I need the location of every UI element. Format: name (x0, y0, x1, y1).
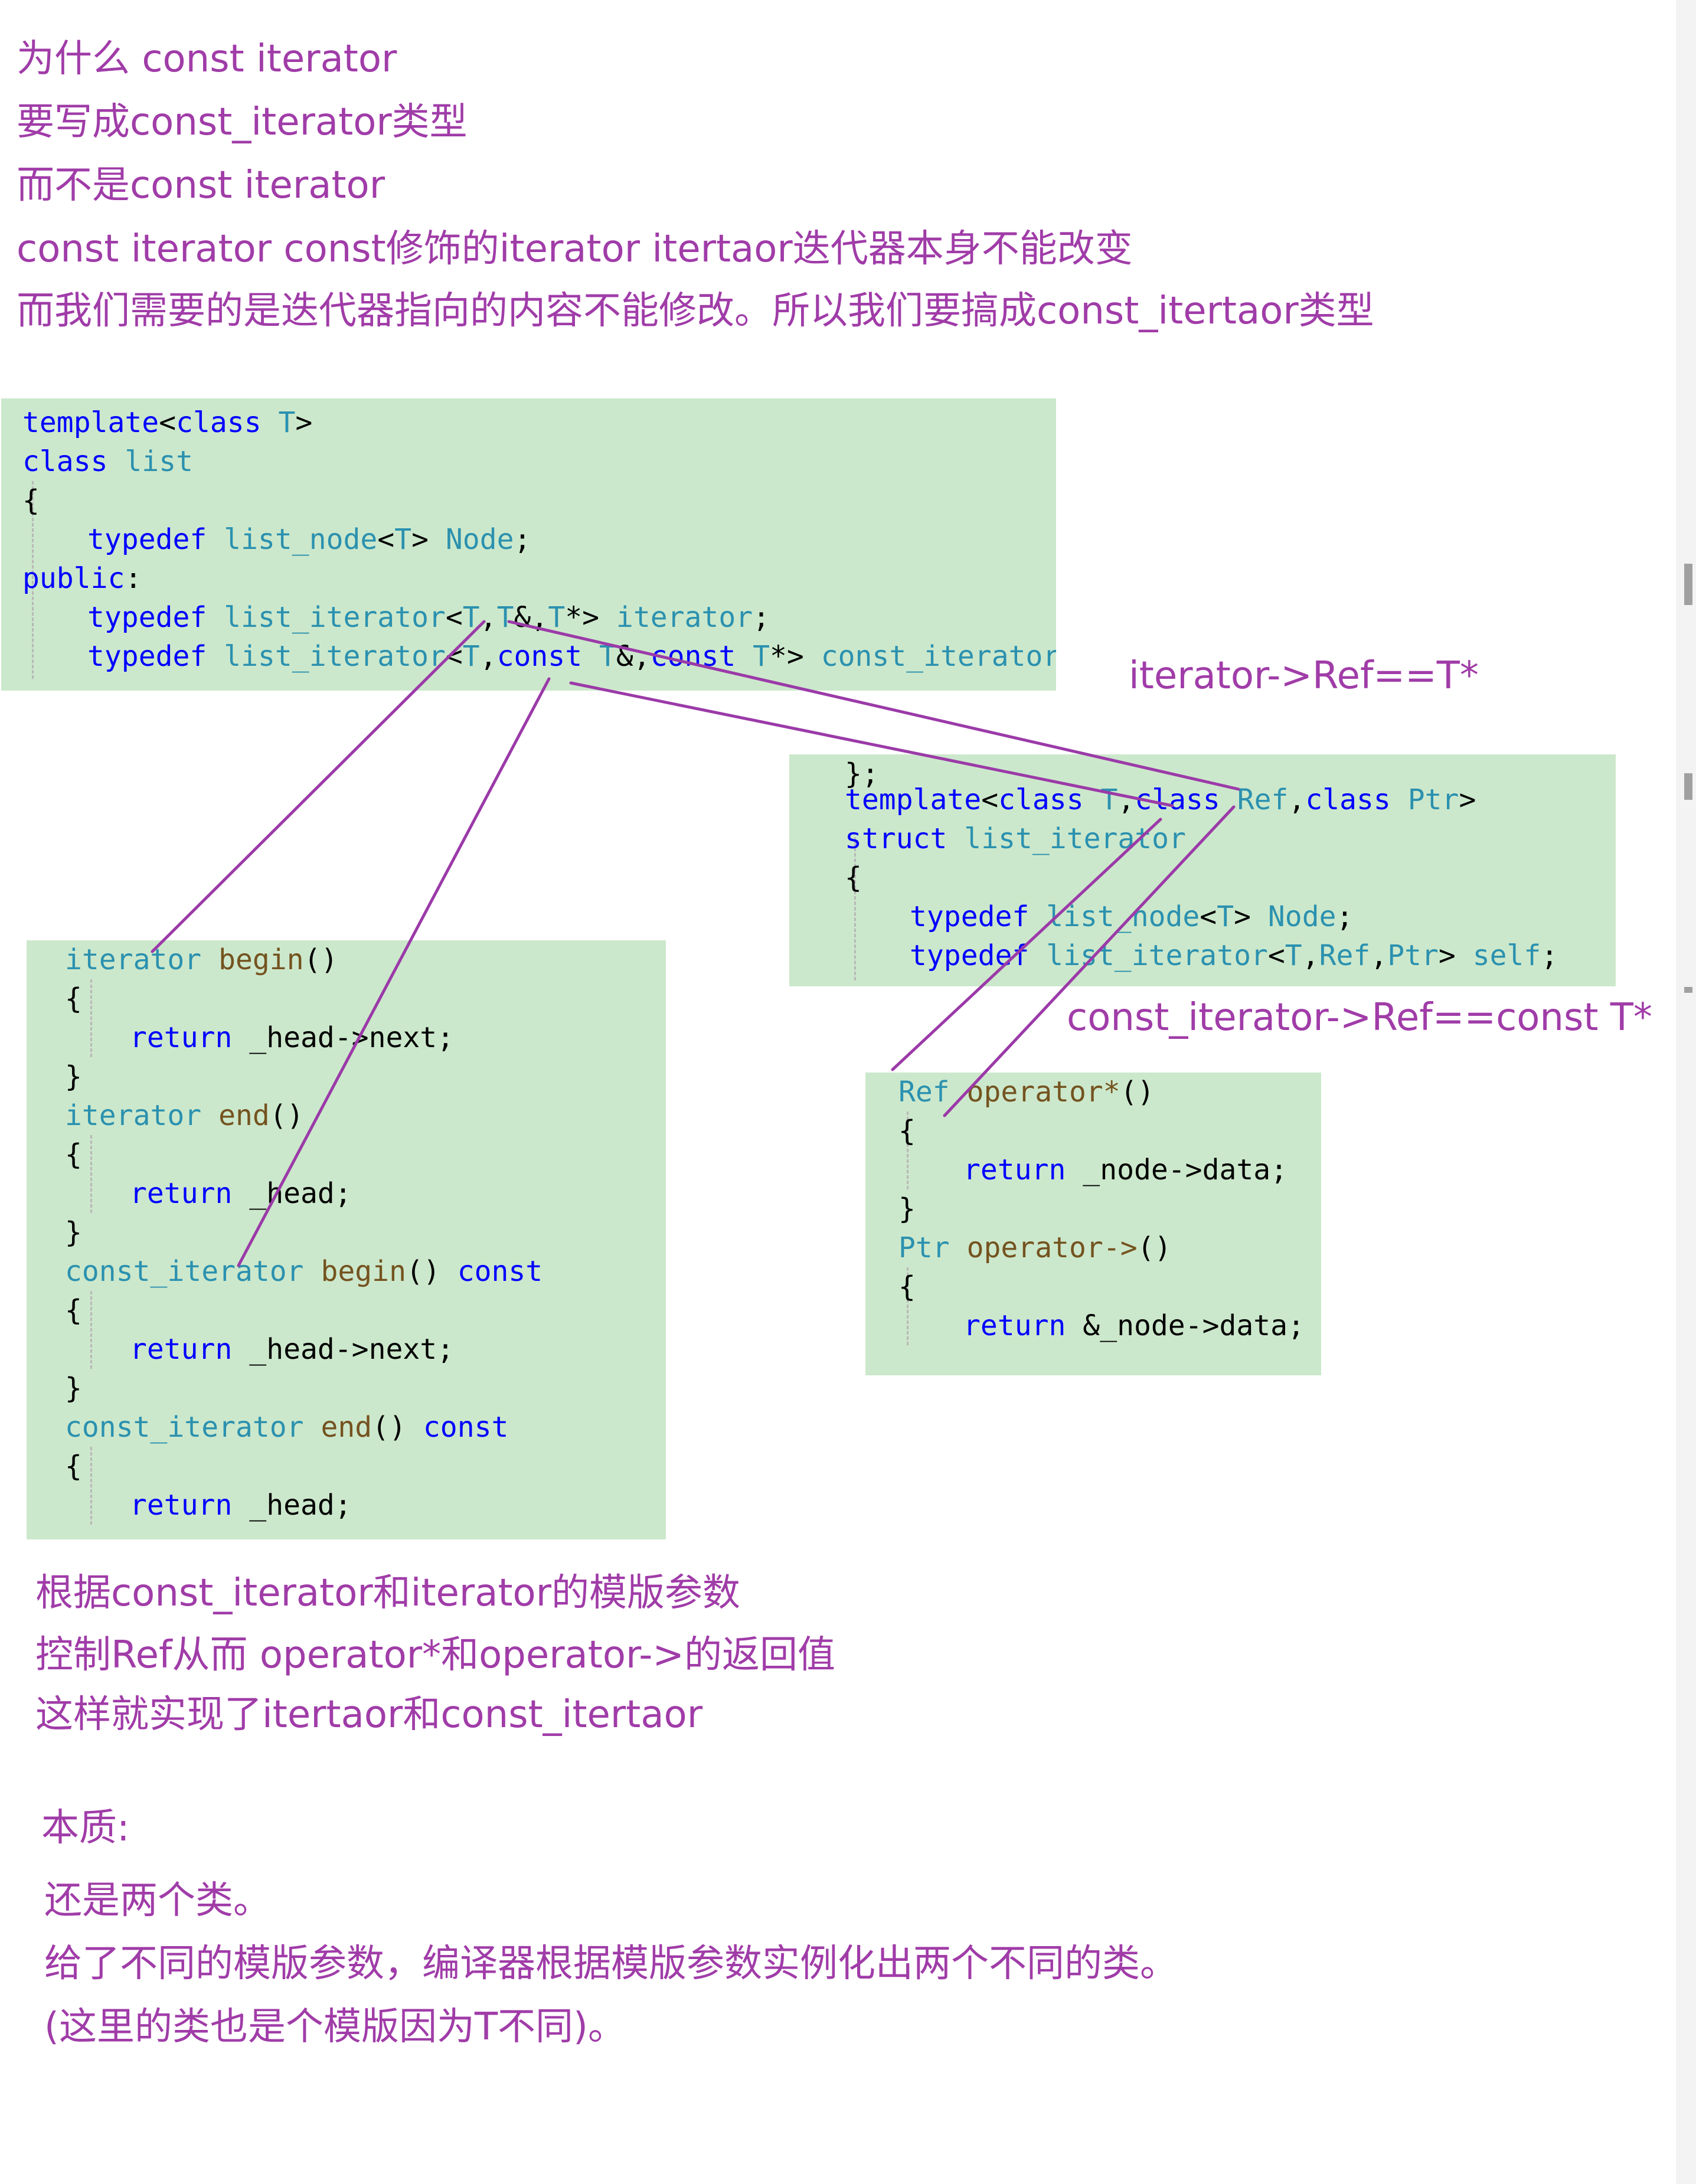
code-line: } (65, 1372, 82, 1405)
annotation-const-iterator-ref: const_iterator->Ref==const T* (1067, 996, 1652, 1039)
code-line: typedef list_iterator<T,const T&,const T… (87, 640, 1056, 673)
code-line: } (898, 1192, 916, 1225)
code-line: { (65, 1138, 82, 1171)
code-line: typedef list_node<T> Node; (87, 523, 531, 556)
code-line: typedef list_iterator<T,Ref,Ptr> self; (910, 939, 1558, 972)
list-class-code-block: template<class T> class list { typedef l… (1, 398, 1056, 691)
code-line: { (898, 1270, 916, 1303)
code-line: { (22, 484, 40, 517)
code-line: return _node->data; (963, 1153, 1288, 1186)
indent-guide (90, 979, 92, 1057)
code-line: Ref operator*() (898, 1075, 1155, 1109)
indent-guide (90, 1447, 92, 1525)
indent-guide (90, 1291, 92, 1369)
code-line: iterator begin() (65, 943, 338, 976)
code-line: class list (22, 445, 193, 478)
code-line: const_iterator begin() const (65, 1255, 543, 1288)
indent-guide (854, 837, 856, 980)
indent-guide (907, 1267, 909, 1345)
code-line: { (898, 1114, 916, 1147)
summary-line-1: 根据const_iterator和iterator的模版参数 (35, 1571, 741, 1615)
intro-line-2: 要写成const_iterator类型 (17, 100, 468, 144)
code-line: return _head; (130, 1489, 352, 1522)
code-line: { (65, 1294, 82, 1327)
code-line: } (65, 1060, 82, 1093)
code-line: return _head->next; (130, 1333, 455, 1366)
code-line: return _head->next; (130, 1021, 455, 1054)
code-line: Ptr operator->() (898, 1231, 1172, 1264)
code-line: typedef list_node<T> Node; (910, 900, 1354, 933)
summary-line-2: 控制Ref从而 operator*和operator->的返回值 (35, 1633, 835, 1677)
begin-end-code-block: iterator begin() { return _head->next; }… (27, 940, 666, 1539)
essence-line-1: 还是两个类。 (44, 1879, 271, 1923)
summary-line-3: 这样就实现了itertaor和const_itertaor (35, 1693, 703, 1737)
intro-line-5: 而我们需要的是迭代器指向的内容不能修改。所以我们要搞成const_itertao… (17, 289, 1374, 333)
essence-heading: 本质: (41, 1806, 130, 1850)
code-line: { (65, 1450, 82, 1483)
code-line: return _head; (130, 1177, 352, 1210)
vertical-scrollbar[interactable] (1676, 0, 1696, 2184)
list-iterator-code-block: }; template<class T,class Ref,class Ptr>… (789, 754, 1616, 986)
intro-line-4: const iterator const修饰的iterator itertaor… (17, 227, 1133, 271)
code-line: return &_node->data; (963, 1309, 1305, 1342)
operator-code-block: Ref operator*() { return _node->data; } … (865, 1073, 1321, 1375)
code-line: typedef list_iterator<T,T&,T*> iterator; (87, 601, 770, 634)
intro-line-1: 为什么 const iterator (17, 37, 397, 81)
code-line: { (845, 861, 862, 894)
essence-line-2: 给了不同的模版参数，编译器根据模版参数实例化出两个不同的类。 (44, 1942, 1178, 1986)
essence-line-3: (这里的类也是个模版因为T不同)。 (44, 2005, 626, 2049)
code-line: public: (22, 562, 142, 595)
scroll-marker (1684, 987, 1692, 993)
code-line: template<class T> (22, 406, 313, 439)
indent-guide (32, 481, 34, 679)
code-line: const_iterator end() const (65, 1411, 509, 1444)
intro-line-3: 而不是const iterator (17, 164, 385, 207)
code-line: template<class T,class Ref,class Ptr> (845, 783, 1476, 816)
code-line: } (65, 1216, 82, 1249)
indent-guide (90, 1135, 92, 1213)
indent-guide (907, 1111, 909, 1189)
annotation-iterator-ref: iterator->Ref==T* (1129, 654, 1479, 698)
code-line: struct list_iterator (845, 822, 1186, 855)
scroll-marker (1684, 773, 1692, 800)
code-line: iterator end() (65, 1099, 304, 1132)
code-line: { (65, 982, 82, 1015)
scroll-marker (1684, 564, 1692, 605)
